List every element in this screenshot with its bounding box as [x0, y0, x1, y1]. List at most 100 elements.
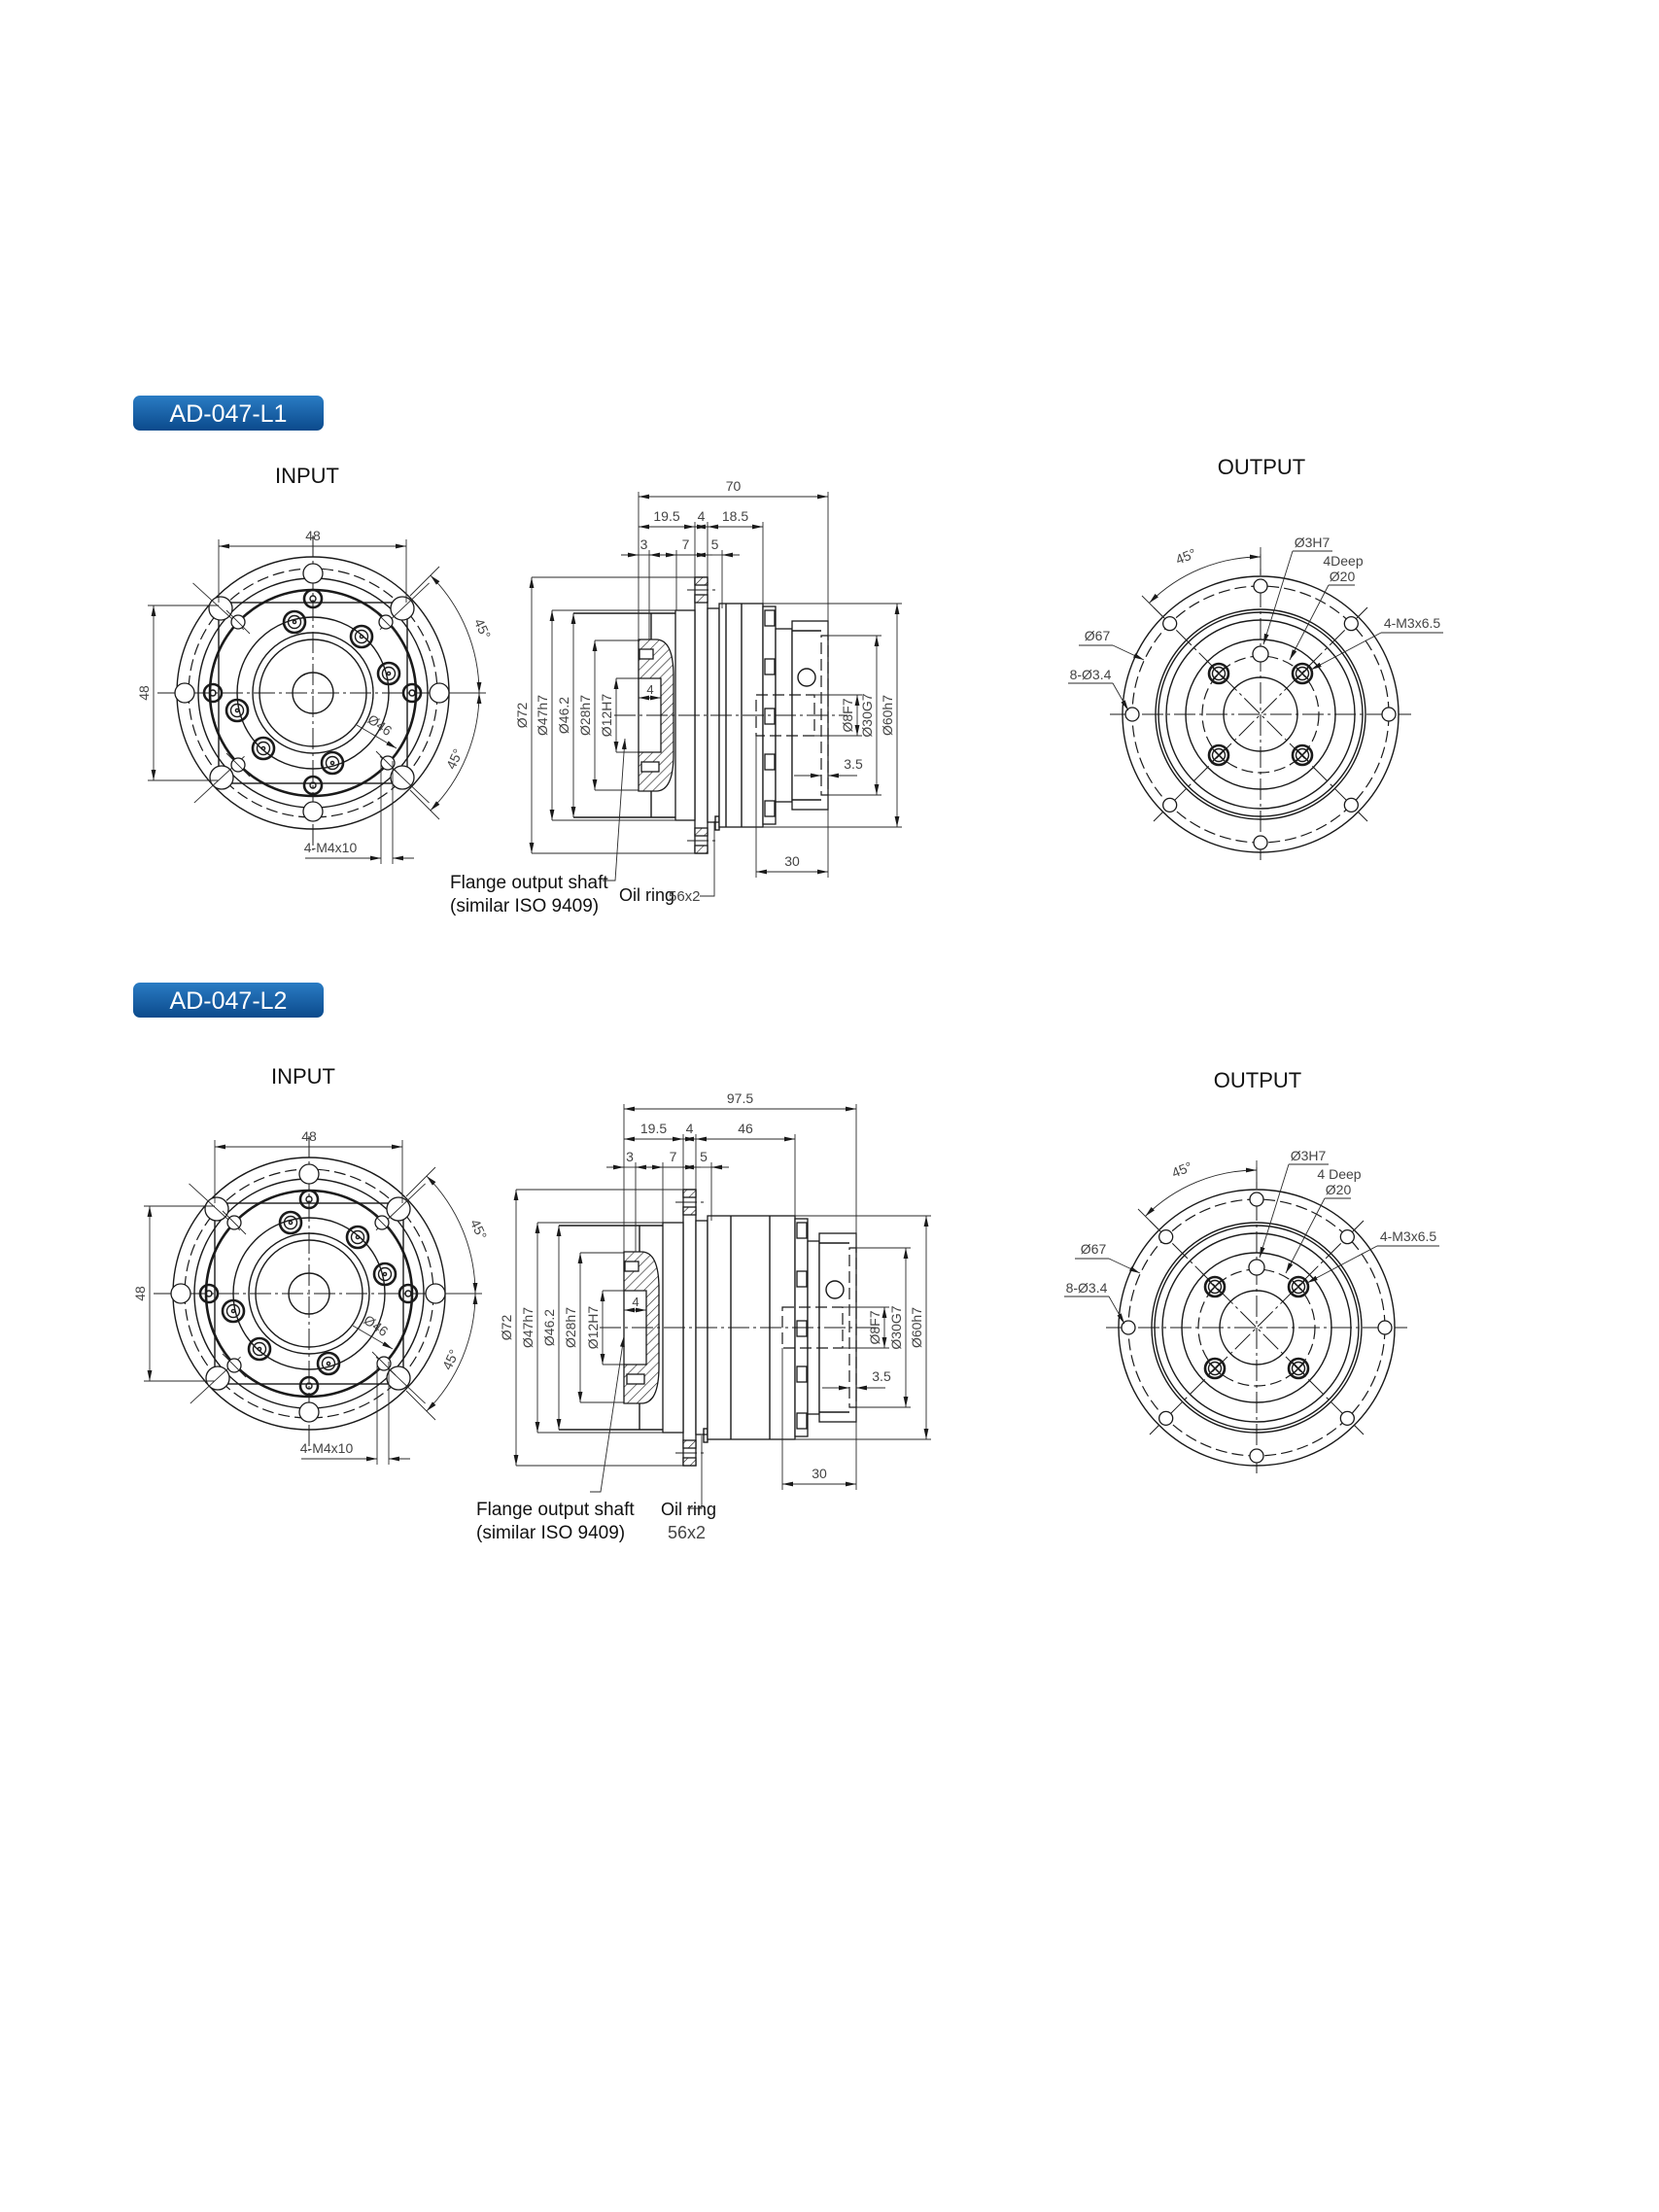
bolt-circle-leader	[356, 724, 397, 749]
hole-cross	[1208, 1362, 1222, 1375]
badge-background	[133, 396, 324, 431]
mounting-hole	[1339, 1410, 1355, 1426]
counterbore-center	[355, 1234, 361, 1240]
mounting-hole	[1339, 1229, 1355, 1245]
segment-label: 4	[686, 1121, 694, 1136]
dowel-depth-label: 4Deep	[1323, 553, 1363, 569]
hole-cross	[1296, 748, 1309, 762]
output-pcd-label: Ø20	[1326, 1182, 1352, 1197]
mounting-hole	[1343, 797, 1359, 812]
mounting-hole	[1253, 835, 1268, 850]
bolt-head	[764, 609, 776, 627]
mounting-pcd-label: Ø67	[1081, 1241, 1107, 1257]
counterbore-hole	[316, 1351, 341, 1376]
counterbore-inner	[283, 1215, 298, 1230]
diameter-label: Ø47h7	[520, 1307, 536, 1348]
hole-cross	[1292, 1362, 1305, 1375]
angle-dimension-top	[426, 1175, 478, 1295]
width-dimension-label: 48	[301, 1128, 317, 1144]
counterbore-outer	[251, 736, 276, 761]
width-dimension-label: 48	[305, 528, 321, 543]
flange-hole	[170, 1283, 191, 1304]
output-diameter-label: Ø60h7	[880, 695, 895, 736]
angle-bottom-label: 45°	[443, 746, 466, 772]
mounting-hole	[1124, 707, 1140, 722]
small-dimension-label: 5	[711, 536, 719, 552]
diameter-label: Ø72	[499, 1315, 514, 1341]
offset-label: 3.5	[872, 1368, 891, 1384]
thread-hole-inner	[1211, 747, 1227, 763]
thread-hole-inner	[1295, 747, 1310, 763]
counterbore-center	[326, 1361, 331, 1366]
output-pcd-label: Ø20	[1330, 569, 1356, 584]
flange-hole	[298, 1163, 320, 1185]
counterbore-inner	[287, 614, 302, 630]
dowel-pin-hole	[1248, 1259, 1265, 1276]
counterbore-hole	[282, 609, 307, 635]
pilot-hole	[397, 1283, 419, 1304]
counterbore-outer	[349, 624, 374, 649]
segment-label: 19.5	[653, 508, 679, 524]
thread-hole-outer	[1203, 1275, 1227, 1298]
mounting-hole	[1121, 1320, 1136, 1335]
flange-hole	[302, 563, 324, 584]
pilot-hole-inner	[305, 1195, 313, 1203]
thread-leader	[1306, 1245, 1378, 1284]
pilot-hole-outer	[298, 1375, 320, 1397]
output-diameter-label: Ø8F7	[867, 1310, 882, 1344]
hole-cross	[222, 1353, 247, 1378]
mounting-holes-label: 8-Ø3.4	[1070, 667, 1112, 682]
flange-output-shaft-note: (similar ISO 9409)	[450, 896, 599, 916]
mounting-hole	[1253, 578, 1268, 594]
flange-output-shaft-note: (similar ISO 9409)	[476, 1523, 625, 1543]
bolt-head	[796, 1270, 808, 1288]
mounting-pcd-label: Ø67	[1085, 628, 1111, 643]
angle-extension	[1141, 595, 1164, 618]
segment-label: 46	[738, 1121, 753, 1136]
angle-extension	[409, 789, 440, 820]
oil-ring-label: Oil ring	[661, 1500, 716, 1519]
segment-label: 18.5	[722, 508, 748, 524]
pilot-hole-outer	[401, 682, 423, 704]
thread-hole-inner	[1291, 1361, 1306, 1376]
counterbore-hole	[349, 624, 374, 649]
counterbore-inner	[252, 1341, 267, 1357]
small-dimension-label: 3	[640, 536, 648, 552]
counterbore-hole	[376, 661, 401, 686]
thread-hole-outer	[1287, 1357, 1310, 1380]
bolt-head	[764, 658, 776, 675]
mounting-hole	[1162, 797, 1178, 812]
pilot-hole	[298, 1375, 320, 1397]
pilot-hole-inner	[309, 781, 317, 789]
segment-label: 19.5	[640, 1121, 667, 1136]
hole-cross	[373, 609, 398, 635]
counterbore-hole	[345, 1225, 370, 1250]
hole-cross	[1212, 748, 1226, 762]
small-dimension-label: 7	[670, 1149, 677, 1164]
counterbore-outer	[282, 609, 307, 635]
pilot-hole	[401, 682, 423, 704]
model-badge: AD-047-L2	[133, 983, 324, 1018]
counterbore-outer	[247, 1336, 272, 1362]
bolt-head	[796, 1365, 808, 1383]
counterbore-inner	[225, 1303, 241, 1319]
thread-label: 4-M3x6.5	[1380, 1228, 1437, 1244]
diameter-label: Ø72	[514, 703, 530, 729]
mounting-hole	[1381, 707, 1397, 722]
counterbore-center	[386, 671, 392, 676]
angle-dimension-bottom	[426, 1293, 478, 1412]
mounting-hole	[1249, 1192, 1264, 1207]
counterbore-hole	[251, 736, 276, 761]
model-name: AD-047-L1	[170, 400, 288, 428]
bolt-head	[764, 753, 776, 771]
diagonal-centerline	[1153, 606, 1368, 822]
flange-output-shaft-leader	[590, 1335, 625, 1493]
flange-output-shaft-label: Flange output shaft	[450, 873, 608, 893]
dowel-depth-label: 4 Deep	[1317, 1166, 1361, 1182]
counterbore-inner	[229, 703, 245, 718]
angle-bottom-label: 45°	[439, 1347, 462, 1372]
counterbore-center	[260, 745, 266, 751]
